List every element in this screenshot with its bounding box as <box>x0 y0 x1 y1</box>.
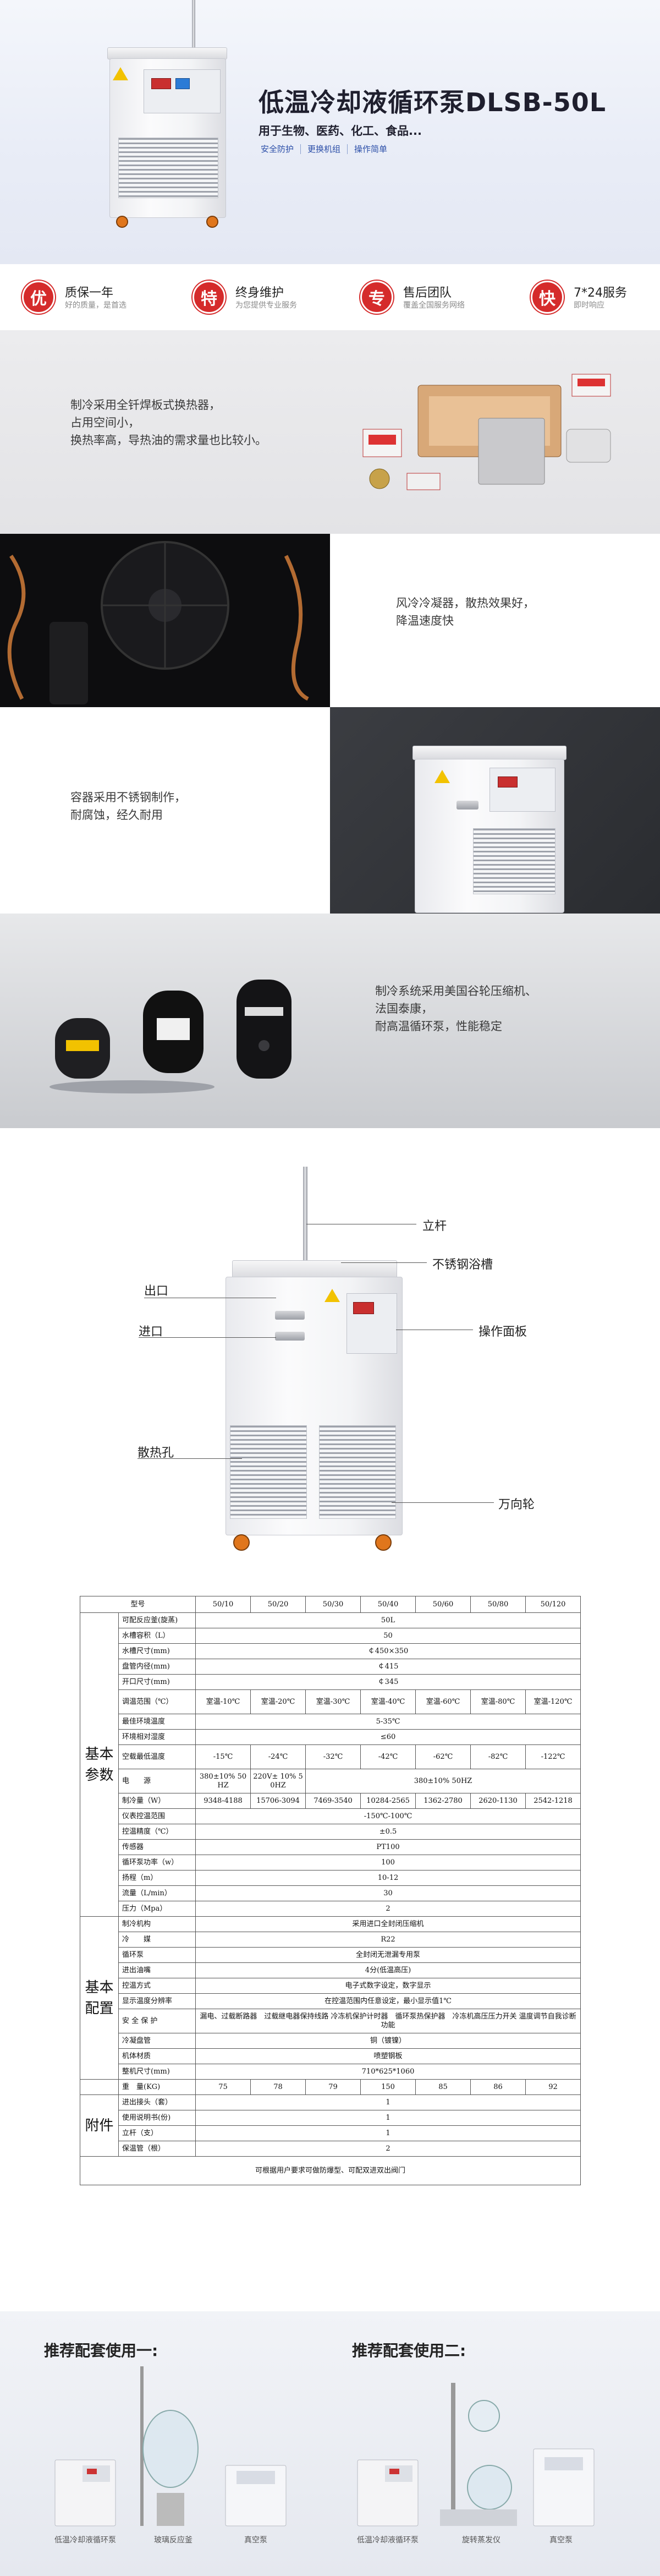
spec-table: 型号 50/10 50/20 50/30 50/40 50/60 50/80 5… <box>79 1596 581 2185</box>
feature-compressor: 制冷系统采用美国谷轮压缩机、 法国泰康， 耐高温循环泵，性能稳定 <box>0 914 660 1128</box>
table-row: 环境相对湿度 ≤60 <box>80 1729 581 1745</box>
service-badge: 快 <box>531 281 564 314</box>
table-row: 基本参数 可配反应釜(旋蒸) 50L <box>80 1612 581 1917</box>
service-bar: 优 质保一年 好的质量，是首选 特 终身维护 为您提供专业服务 专 售后团队 覆… <box>0 264 660 330</box>
label-inlet: 进口 <box>139 1325 163 1339</box>
group-config: 基本配置 <box>80 1916 119 2080</box>
table-row: 安 全 保 护 漏电、过载断路器 过载继电器保持线路 冷冻机保护计时器 循环泵热… <box>80 2009 581 2033</box>
table-row: 空载最低温度 -15℃ -24℃ -32℃ -42℃ -62℃ -82℃ -12… <box>80 1744 581 1769</box>
table-row: 保温管（根） 2 <box>80 2141 581 2157</box>
label-panel: 操作面板 <box>479 1325 527 1339</box>
feature-condenser: 风冷冷凝器，散热效果好， 降温速度快 <box>0 534 660 707</box>
service-desc: 好的质量，是首选 <box>65 301 127 310</box>
spec-header-row: 型号 50/10 50/20 50/30 50/40 50/60 50/80 5… <box>79 1596 581 1613</box>
table-row: 控温精度（℃） ±0.5 <box>80 1824 581 1840</box>
group-basic: 基本参数 <box>80 1612 119 1917</box>
table-row: 最佳环境温度 5-35℃ <box>80 1714 581 1730</box>
table-row: 流量（L/min） 30 <box>80 1885 581 1901</box>
table-row: 盘管内径(mm) ￠415 <box>80 1659 581 1675</box>
label-outlet: 出口 <box>144 1284 169 1298</box>
service-title: 7*24服务 <box>574 286 627 300</box>
recommend-item: 旋转蒸发仪 <box>462 2536 501 2545</box>
table-row: 附件 进出接头（套） 1 <box>80 2094 581 2157</box>
feature-text: 风冷冷凝器，散热效果好， 降温速度快 <box>396 597 535 627</box>
feature-text: 制冷系统采用美国谷轮压缩机、 法国泰康， 耐高温循环泵，性能稳定 <box>375 985 537 1033</box>
table-row: 扬程（m） 10-12 <box>80 1870 581 1886</box>
table-row: 显示温度分辨率 在控温范围内任意设定，最小显示值1℃ <box>80 1993 581 2009</box>
hero-title: 低温冷却液循环泵DLSB-50L <box>258 87 607 117</box>
table-row: 使用说明书(份) 1 <box>80 2110 581 2126</box>
table-row: 整机尺寸(mm) 710*625*1060 <box>80 2064 581 2080</box>
table-row: 电 源 380±10% 50HZ 220V± 10% 50HZ 380±10% … <box>80 1769 581 1793</box>
product-diagram: 立杆 不锈钢浴槽 出口 进口 操作面板 散热孔 万向轮 <box>0 1128 660 1579</box>
group-accessory: 附件 <box>80 2094 119 2157</box>
feature-stainless-tank: 容器采用不锈钢制作， 耐腐蚀，经久耐用 <box>0 707 660 914</box>
table-row: 制冷量（W） 9348-4188 15706-3094 7469-3540 10… <box>80 1793 581 1809</box>
spec-section: 型号 50/10 50/20 50/30 50/40 50/60 50/80 5… <box>0 1585 660 2289</box>
hero-tag: 操作简单 <box>354 144 388 154</box>
table-row: 传感器 PT100 <box>80 1839 581 1855</box>
label-rod: 立杆 <box>422 1219 447 1233</box>
service-badge: 优 <box>22 281 55 314</box>
table-row: 开口尺寸(mm) ￠345 <box>80 1674 581 1690</box>
heat-exchanger-image <box>362 374 611 490</box>
hero-banner: 低温冷却液循环泵DLSB-50L 用于生物、医药、化工、食品... 安全防护 更… <box>0 0 660 264</box>
table-row: 水槽容积（L） 50 <box>80 1628 581 1644</box>
label-vent: 散热孔 <box>138 1446 174 1460</box>
recommend-title-two: 推荐配套使用二: <box>352 2342 466 2360</box>
hero-tags: 安全防护 更换机组 操作简单 <box>258 144 394 154</box>
service-title: 质保一年 <box>65 286 114 300</box>
label-tank: 不锈钢浴槽 <box>432 1258 493 1272</box>
service-desc: 为您提供专业服务 <box>235 301 297 310</box>
recommend-image-one <box>54 2366 287 2526</box>
recommend-item: 低温冷却液循环泵 <box>54 2536 116 2545</box>
table-row: 基本配置 制冷机构 采用进口全封闭压缩机 <box>80 1916 581 2080</box>
table-row: 立杆（支） 1 <box>80 2125 581 2141</box>
table-row: 冷凝盘管 铜（镀镍） <box>80 2033 581 2049</box>
recommend-item: 低温冷却液循环泵 <box>357 2536 419 2545</box>
table-row: 仪表控温范围 -150℃-100℃ <box>80 1808 581 1824</box>
table-row: 水槽尺寸(mm) ￠450×350 <box>80 1643 581 1659</box>
hero-product-image <box>102 0 234 242</box>
condenser-image <box>0 534 330 707</box>
table-row: 进出油嘴 4分(低温高压) <box>80 1962 581 1978</box>
table-row: 重 量(KG) 75 78 79 150 85 86 92 <box>80 2079 581 2095</box>
table-row: 冷 媒 R22 <box>80 1932 581 1948</box>
hero-tag: 安全防护 <box>258 144 301 154</box>
table-row: 调温范围（℃） 室温-10℃ 室温-20℃ 室温-30℃ 室温-40℃ 室温-6… <box>80 1689 581 1714</box>
service-badge: 特 <box>193 281 226 314</box>
hero-subtitle: 用于生物、医药、化工、食品... <box>258 124 422 138</box>
service-title: 售后团队 <box>403 286 452 300</box>
feature-text: 容器采用不锈钢制作， 耐腐蚀，经久耐用 <box>70 791 186 822</box>
stainless-tank-image <box>330 707 660 914</box>
feature-text: 制冷采用全钎焊板式换热器， 占用空间小， 换热率高，导热油的需求量也比较小。 <box>70 398 267 447</box>
compressor-image <box>50 980 292 1093</box>
service-desc: 即时响应 <box>574 301 604 310</box>
recommend-image-two <box>357 2383 595 2526</box>
table-row: 控温方式 电子式数字设定，数字显示 <box>80 1978 581 1994</box>
recommend-section: 推荐配套使用一: 推荐配套使用二: 低温冷却液循环泵 玻璃反应釜 真空泵 低温 <box>0 2311 660 2576</box>
recommend-item: 真空泵 <box>549 2536 573 2545</box>
table-row: 压力（Mpa） 2 <box>80 1901 581 1917</box>
service-desc: 覆盖全国服务网络 <box>403 301 465 310</box>
service-badge: 专 <box>360 281 393 314</box>
table-row: 机体材质 喷塑钢板 <box>80 2048 581 2064</box>
label-wheel: 万向轮 <box>498 1498 535 1512</box>
recommend-item: 玻璃反应釜 <box>154 2536 193 2545</box>
recommend-item: 真空泵 <box>244 2536 267 2545</box>
table-note-row: 可根据用户要求可做防爆型、可配双进双出阀门 <box>79 2156 581 2185</box>
recommend-title-one: 推荐配套使用一: <box>44 2342 158 2360</box>
table-row: 循环泵功率（w） 100 <box>80 1855 581 1871</box>
table-row: 循环泵 全封闭无泄漏专用泵 <box>80 1947 581 1963</box>
diagram-product-image <box>209 1167 418 1579</box>
hero-tag: 更换机组 <box>301 144 348 154</box>
service-title: 终身维护 <box>235 286 284 300</box>
feature-heat-exchanger: 制冷采用全钎焊板式换热器， 占用空间小， 换热率高，导热油的需求量也比较小。 <box>0 330 660 534</box>
